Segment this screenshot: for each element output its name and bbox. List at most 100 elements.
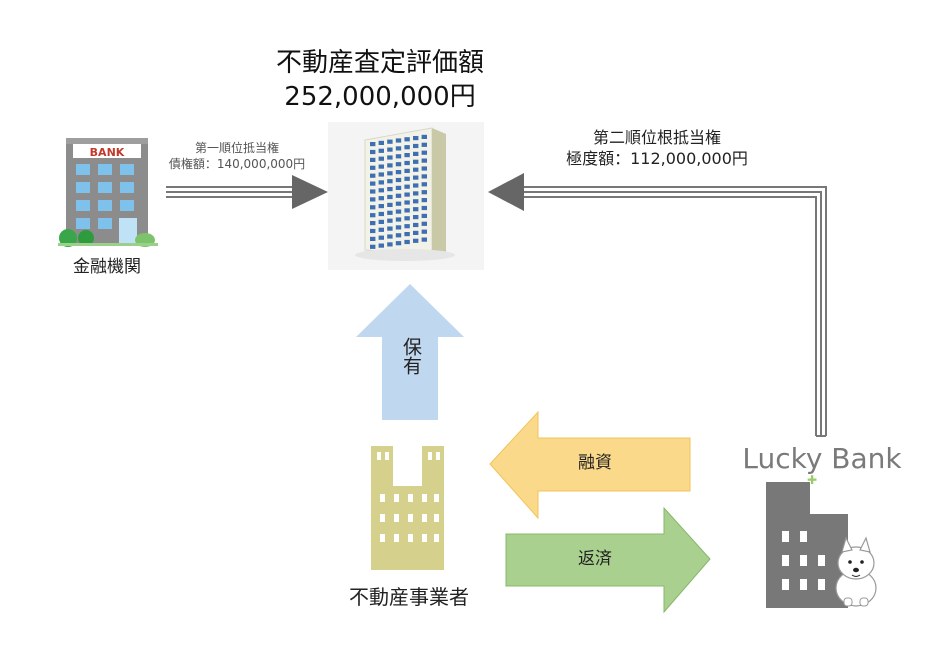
tower-window bbox=[387, 163, 393, 168]
tower-window bbox=[395, 201, 402, 206]
second-lien-amount: 極度額：112,000,000円 bbox=[566, 149, 748, 168]
tower-window bbox=[421, 229, 427, 234]
appraisal-title-text: 不動産査定評価額 bbox=[275, 48, 484, 78]
tower-window bbox=[421, 158, 427, 163]
tower-window bbox=[395, 162, 402, 167]
tower-window bbox=[395, 209, 402, 214]
tower-window bbox=[413, 230, 419, 235]
tower-window bbox=[404, 224, 410, 229]
tower-window bbox=[395, 138, 402, 143]
tower-window bbox=[370, 157, 376, 162]
tower-window bbox=[378, 172, 384, 177]
tower-window bbox=[421, 150, 427, 155]
tower-window bbox=[404, 192, 410, 197]
second-lien-title: 第二順位根抵当権 bbox=[592, 128, 721, 147]
lucky-bank-logo-text: Lucky Bank bbox=[742, 442, 902, 475]
first-lien-title: 第一順位抵当権 bbox=[194, 141, 279, 155]
tower-window bbox=[370, 205, 376, 210]
tower-window bbox=[387, 155, 393, 160]
clover-icon: ✚ bbox=[807, 473, 817, 487]
tower-window bbox=[413, 222, 419, 228]
tower-window bbox=[421, 213, 427, 218]
tower-window bbox=[404, 232, 410, 237]
tower-window bbox=[413, 167, 419, 172]
tower-window bbox=[387, 226, 393, 231]
tower-window bbox=[421, 174, 427, 179]
tower-window bbox=[387, 194, 393, 200]
appraisal-title: 不動産査定評価額 252,000,000円 bbox=[250, 46, 510, 114]
repay-arrow-label: 返済 bbox=[578, 549, 612, 569]
tower-window bbox=[413, 238, 419, 243]
tower-window bbox=[413, 199, 419, 204]
developer-building-icon bbox=[371, 446, 444, 570]
tower-window bbox=[378, 164, 384, 169]
tower-window bbox=[387, 147, 393, 152]
tower-window bbox=[378, 140, 384, 145]
tower-window bbox=[387, 218, 393, 223]
tower-window bbox=[404, 200, 410, 205]
tower-window bbox=[378, 148, 384, 153]
second-lien-arrow bbox=[488, 173, 827, 437]
tower-window bbox=[404, 168, 410, 173]
appraisal-amount: 252,000,000円 bbox=[284, 82, 476, 112]
tower-window bbox=[413, 207, 419, 212]
tower-window bbox=[370, 197, 376, 202]
tower-window bbox=[413, 175, 419, 180]
tower-window bbox=[395, 225, 402, 230]
tower-window bbox=[387, 179, 393, 184]
bank-label: 金融機関 bbox=[73, 257, 141, 277]
developer-label: 不動産事業者 bbox=[349, 585, 469, 609]
loan-arrow-label: 融資 bbox=[578, 453, 612, 473]
tower-window bbox=[395, 177, 402, 183]
tower-window bbox=[421, 205, 427, 211]
tower-window bbox=[387, 210, 393, 215]
tower-window bbox=[370, 244, 376, 249]
dog-mascot-icon bbox=[835, 536, 877, 607]
tower-window bbox=[387, 139, 393, 144]
tower-window bbox=[370, 189, 376, 194]
tower-window bbox=[378, 243, 384, 248]
tower-window bbox=[395, 233, 402, 238]
tower-window bbox=[395, 185, 402, 190]
tower-window bbox=[378, 188, 384, 193]
tower-window bbox=[395, 193, 402, 198]
tower-window bbox=[421, 237, 427, 242]
tower-window bbox=[395, 241, 402, 246]
tower-window bbox=[370, 173, 376, 178]
tower-window bbox=[404, 184, 410, 189]
tower-window bbox=[413, 191, 419, 196]
tower-building-icon bbox=[328, 122, 484, 270]
tower-window bbox=[370, 236, 376, 241]
tower-window bbox=[413, 136, 419, 141]
tower-window bbox=[404, 153, 410, 158]
tower-window bbox=[370, 213, 376, 218]
tower-window bbox=[378, 235, 384, 240]
tower-window bbox=[387, 234, 393, 239]
tower-window bbox=[378, 196, 384, 201]
bank-sign: BANK bbox=[90, 146, 125, 159]
tower-window bbox=[404, 216, 410, 221]
tower-window bbox=[395, 146, 402, 151]
tower-window bbox=[413, 143, 419, 149]
lucky-bank-logo: Lucky Bank ✚ bbox=[742, 442, 902, 487]
tower-window bbox=[404, 145, 410, 150]
tower-window bbox=[421, 166, 427, 171]
tower-window bbox=[378, 180, 384, 185]
tower-window bbox=[370, 181, 376, 186]
first-lien-label: 第一順位抵当権 債権額：140,000,000円 bbox=[152, 140, 322, 172]
tower-window bbox=[421, 190, 427, 195]
first-lien-arrow bbox=[166, 175, 328, 209]
tower-window bbox=[387, 202, 393, 207]
bank-building-icon: BANK bbox=[58, 138, 158, 247]
tower-window bbox=[395, 170, 402, 175]
tower-window bbox=[370, 228, 376, 234]
second-lien-label: 第二順位根抵当権 極度額：112,000,000円 bbox=[552, 127, 762, 169]
tower-window bbox=[413, 151, 419, 156]
tower-window bbox=[404, 208, 410, 213]
tower-window bbox=[421, 182, 427, 187]
loan-arrow bbox=[489, 410, 691, 520]
tower-window bbox=[370, 165, 376, 170]
tower-window bbox=[421, 198, 427, 203]
tower-window bbox=[404, 137, 410, 142]
